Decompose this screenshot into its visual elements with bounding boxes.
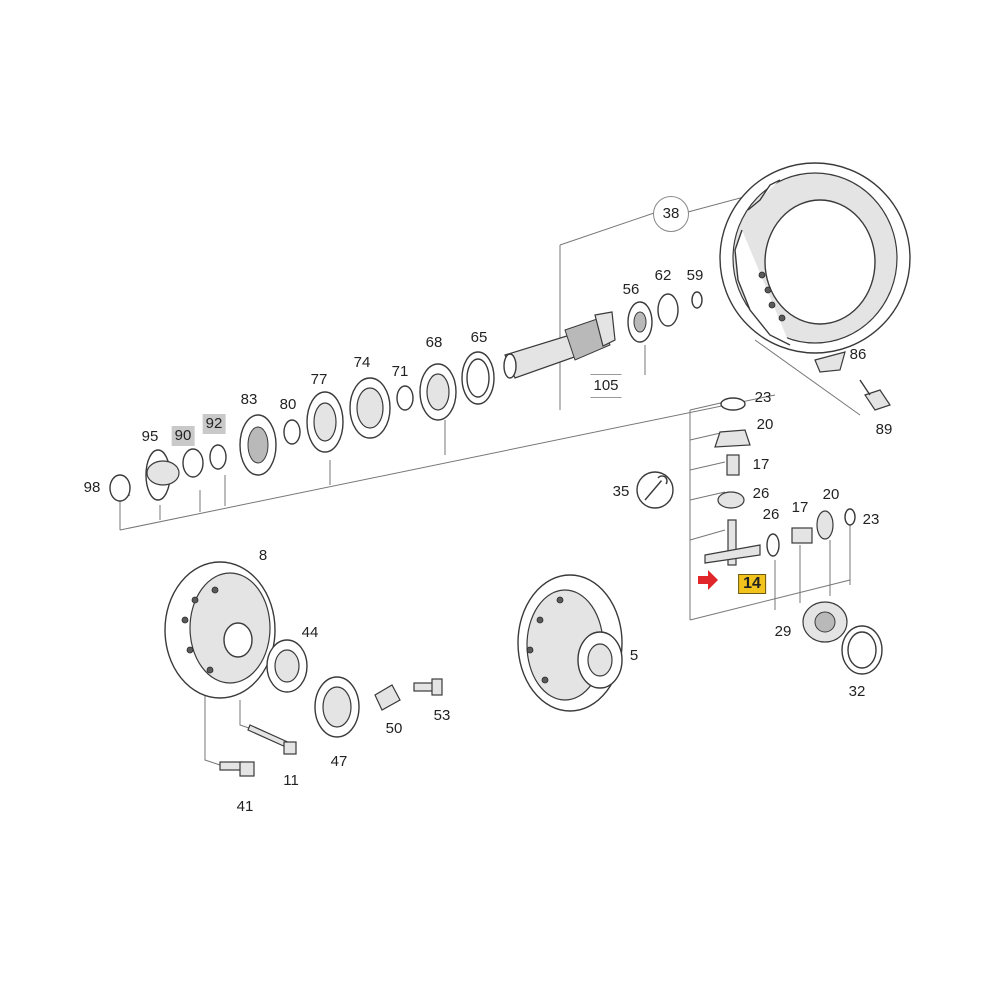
part-label-90[interactable]: 90 xyxy=(171,426,195,446)
part-label-77[interactable]: 77 xyxy=(310,371,328,388)
carrier-bearings xyxy=(266,639,360,738)
part-label-86[interactable]: 86 xyxy=(849,346,867,363)
part-label-35[interactable]: 35 xyxy=(612,483,630,500)
part-label-8[interactable]: 8 xyxy=(258,547,268,564)
part-label-23-side[interactable]: 23 xyxy=(862,511,880,528)
part-label-20-side[interactable]: 20 xyxy=(822,486,840,503)
leader-lines xyxy=(119,189,861,766)
part-label-92[interactable]: 92 xyxy=(202,414,226,434)
part-label-38[interactable]: 38 xyxy=(653,196,689,232)
part-label-80[interactable]: 80 xyxy=(279,396,297,413)
part-label-74[interactable]: 74 xyxy=(353,354,371,371)
pinion-shaft xyxy=(503,311,616,379)
part-label-83[interactable]: 83 xyxy=(240,391,258,408)
shaft-components xyxy=(109,291,703,502)
part-label-11[interactable]: 11 xyxy=(283,772,299,789)
part-label-47[interactable]: 47 xyxy=(330,753,348,770)
differential-parts xyxy=(636,397,883,675)
pointer-arrow-icon xyxy=(698,570,718,590)
part-label-56[interactable]: 56 xyxy=(622,281,640,298)
part-label-68[interactable]: 68 xyxy=(425,334,443,351)
hardware-bottom xyxy=(219,678,443,777)
part-label-26-side[interactable]: 26 xyxy=(762,506,780,523)
part-label-41[interactable]: 41 xyxy=(236,798,254,815)
part-label-105[interactable]: 105 xyxy=(590,374,622,398)
part-label-89[interactable]: 89 xyxy=(875,421,893,438)
part-label-62[interactable]: 62 xyxy=(654,267,672,284)
part-label-50[interactable]: 50 xyxy=(385,720,403,737)
part-label-44[interactable]: 44 xyxy=(301,624,319,641)
part-label-53[interactable]: 53 xyxy=(433,707,451,724)
ring-gear xyxy=(719,162,911,354)
part-label-14-highlighted[interactable]: 14 xyxy=(738,574,766,594)
part-label-20-top[interactable]: 20 xyxy=(756,416,774,433)
carrier-left xyxy=(164,561,276,699)
part-label-26-top[interactable]: 26 xyxy=(752,485,770,502)
part-label-65[interactable]: 65 xyxy=(470,329,488,346)
part-label-5[interactable]: 5 xyxy=(629,647,639,664)
bolts-and-clips xyxy=(814,351,891,411)
part-label-17-side[interactable]: 17 xyxy=(791,499,809,516)
part-label-32[interactable]: 32 xyxy=(848,683,866,700)
carrier-right xyxy=(517,574,623,712)
part-label-29[interactable]: 29 xyxy=(774,623,792,640)
part-label-71[interactable]: 71 xyxy=(391,363,409,380)
part-label-23-top[interactable]: 23 xyxy=(754,389,772,406)
part-label-98[interactable]: 98 xyxy=(83,479,101,496)
part-label-95[interactable]: 95 xyxy=(141,428,159,445)
part-label-59[interactable]: 59 xyxy=(686,267,704,284)
part-label-17-top[interactable]: 17 xyxy=(752,456,770,473)
